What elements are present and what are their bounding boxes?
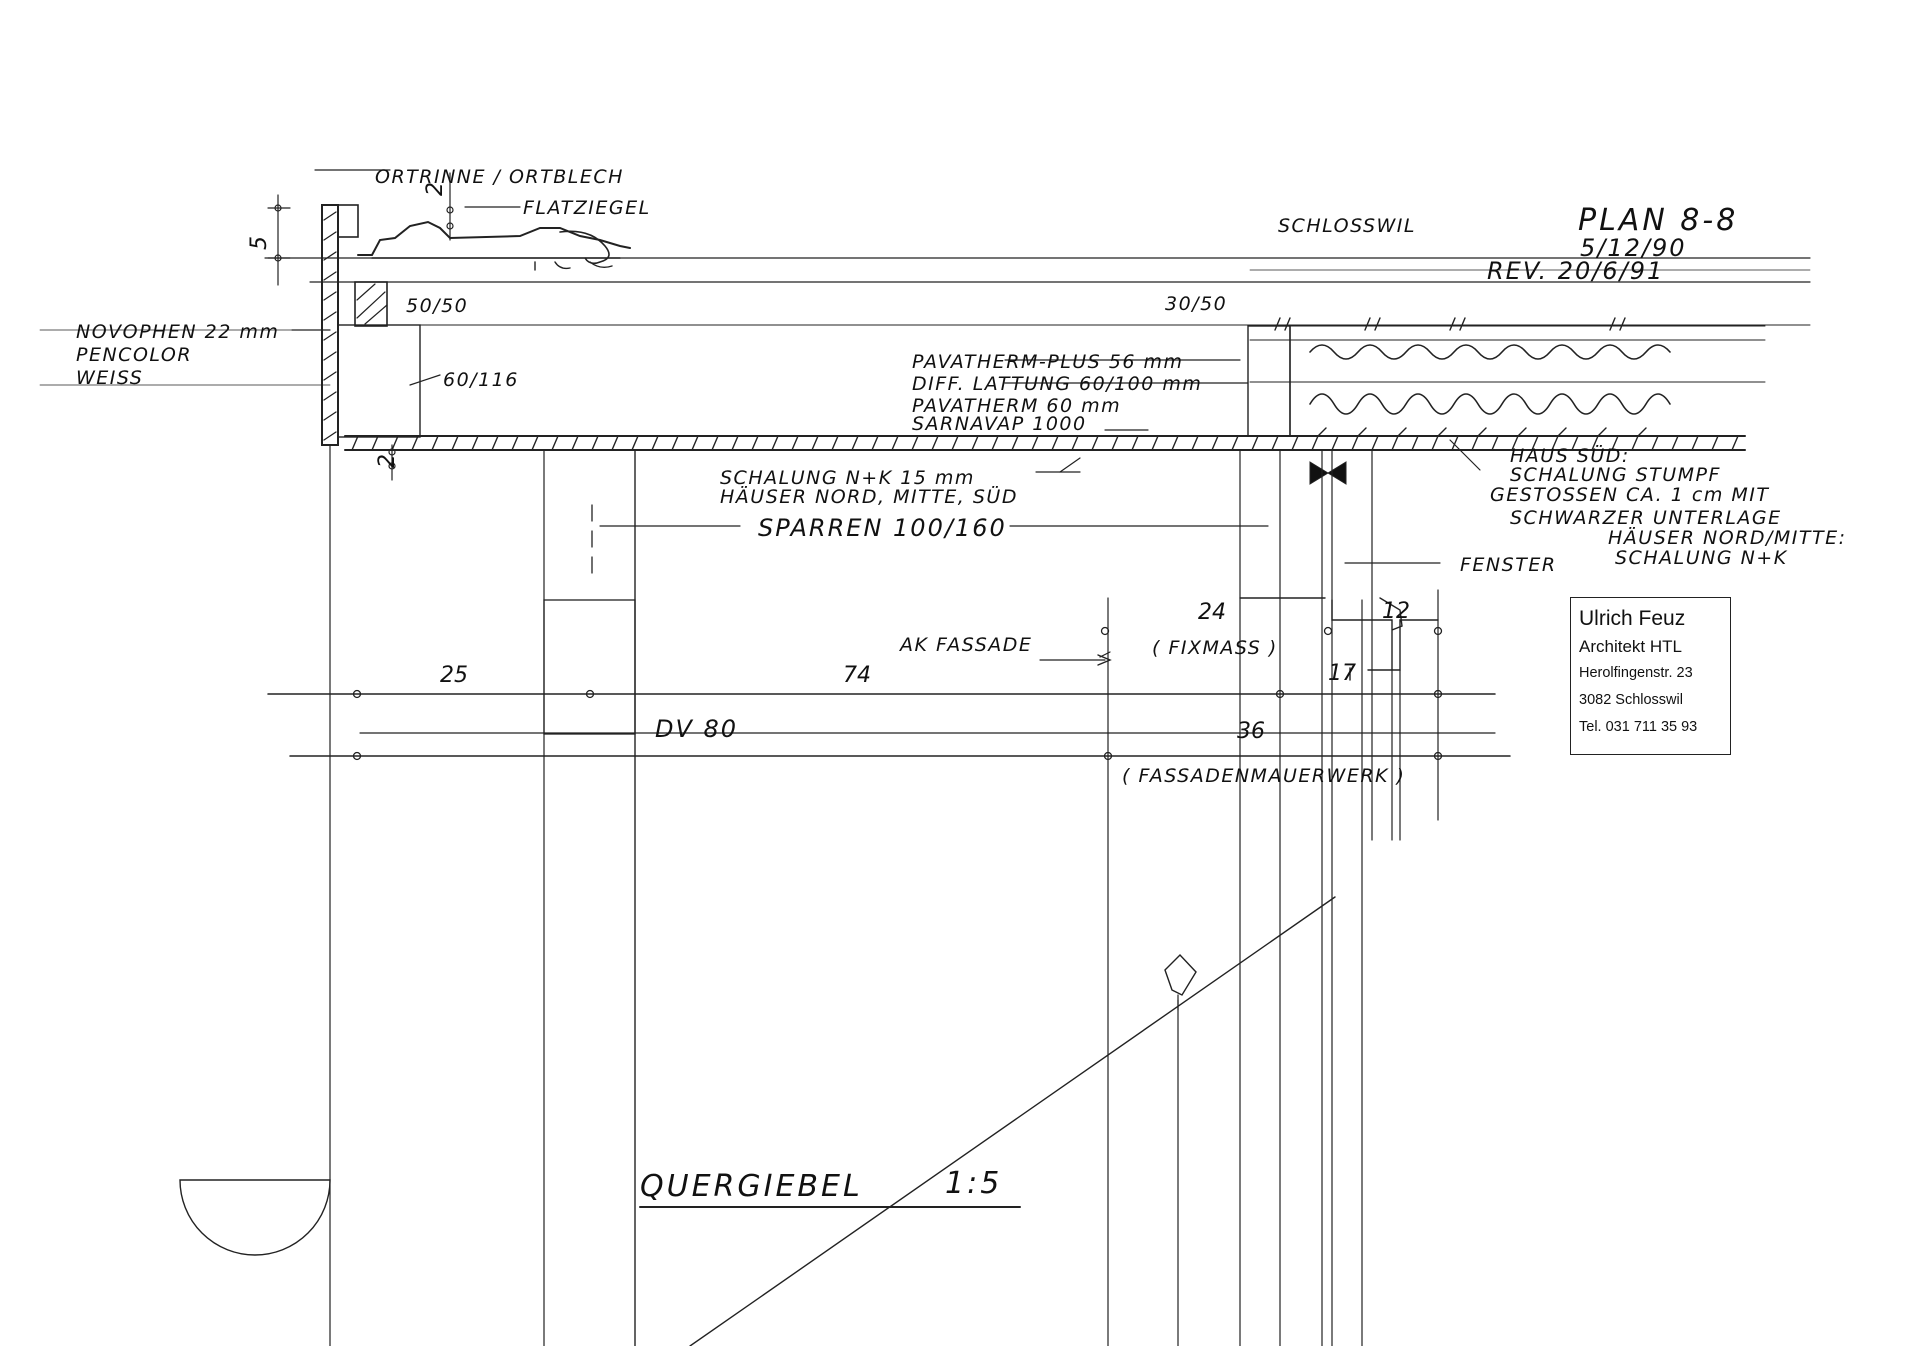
drawing-title: QUERGIEBEL [640, 1169, 863, 1204]
verge-trim [337, 204, 359, 238]
label-diff-lattung: DIFF. LATTUNG 60/100 mm [912, 373, 1202, 395]
dimension-dot [274, 254, 282, 262]
dim-24: 24 [1198, 600, 1226, 625]
dim-2-top: 2 [423, 182, 448, 196]
label-novophen-3: WEISS [76, 367, 143, 389]
dimension-dot [1275, 689, 1285, 699]
label-schalung-1: SCHALUNG N+K 15 mm [720, 467, 975, 489]
dimension-dot [352, 751, 362, 761]
flat-tile-detail [534, 261, 613, 271]
dimension-dot [1433, 689, 1443, 699]
dimension-dot [446, 206, 454, 214]
stamp-phone: Tel. 031 711 35 93 [1579, 719, 1698, 735]
dim-2-bottom: 2 [375, 454, 400, 468]
label-dv80: DV 80 [655, 715, 738, 743]
plan-date: 5/12/90 [1580, 234, 1687, 262]
batten-hatch [356, 283, 388, 325]
roof-deck-hatch [351, 435, 1739, 451]
insulation-squiggle [1309, 344, 1671, 360]
label-sparren: SPARREN 100/160 [758, 514, 1007, 542]
verge-flashing [357, 220, 631, 256]
dimension-dot [352, 689, 362, 699]
dimension-dot [446, 222, 454, 230]
label-haus-sud-1: HAUS SÜD: [1510, 444, 1630, 467]
label-ortrinne: ORTRINNE / ORTBLECH [375, 166, 624, 188]
dim-17: 17 [1328, 661, 1356, 686]
label-haus-sud-5: HÄUSER NORD/MITTE: [1608, 526, 1847, 549]
window-section-symbol [1309, 461, 1347, 485]
dimension-arrow [1097, 654, 1112, 666]
batten-marks [1274, 317, 1626, 331]
label-batten-50-50: 50/50 [406, 295, 468, 317]
dimension-dot [1100, 626, 1110, 636]
plan-number: PLAN 8-8 [1578, 203, 1738, 238]
dim-12: 12 [1382, 599, 1410, 624]
stamp-title: Architekt HTL [1579, 637, 1682, 656]
dim-74: 74 [843, 663, 871, 688]
counter-batten-60-116 [337, 324, 421, 438]
label-haus-sud-2: SCHALUNG STUMPF [1510, 464, 1721, 486]
slope-marker [1164, 953, 1197, 996]
dim-25: 25 [440, 663, 468, 688]
label-fassadenmauerwerk: ( FASSADENMAUERWERK ) [1122, 765, 1405, 787]
eaves-battens [1247, 325, 1291, 437]
dim-36: 36 [1237, 719, 1265, 744]
verge-board [321, 204, 339, 446]
label-novophen-1: NOVOPHEN 22 mm [76, 321, 279, 343]
label-haus-sud-3: GESTOSSEN CA. 1 cm MIT [1490, 484, 1769, 506]
label-haus-sud-4: SCHWARZER UNTERLAGE [1510, 507, 1782, 529]
label-schlosswil-header: SCHLOSSWIL [1278, 215, 1416, 237]
dimension-dot [388, 448, 396, 456]
insulation-squiggle [1309, 393, 1671, 415]
dimension-dot [1433, 751, 1443, 761]
label-haus-sud-6: SCHALUNG N+K [1615, 547, 1788, 569]
label-sarnavap: SARNAVAP 1000 [912, 413, 1087, 435]
label-schalung-2: HÄUSER NORD, MITTE, SÜD [720, 485, 1018, 508]
stamp-street: Herolfingenstr. 23 [1579, 665, 1693, 681]
window-frame [1239, 597, 1439, 681]
dim-5: 5 [247, 236, 272, 250]
dimension-dot [388, 462, 396, 470]
label-batten-30-50: 30/50 [1165, 293, 1227, 315]
rafter-box [543, 599, 636, 735]
stamp-name: Ulrich Feuz [1579, 607, 1686, 630]
leader-line [409, 374, 441, 386]
drawing-scale: 1:5 [945, 1166, 1002, 1201]
label-pavatherm-plus: PAVATHERM-PLUS 56 mm [912, 351, 1184, 373]
batten-50-50 [354, 281, 388, 327]
dimension-dot [1323, 626, 1333, 636]
label-novophen-2: PENCOLOR [76, 344, 192, 366]
gable-slope-line [689, 896, 1336, 1346]
leader-line [1449, 439, 1481, 471]
label-pavatherm-60: PAVATHERM 60 mm [912, 395, 1121, 417]
plan-revision: REV. 20/6/91 [1487, 257, 1664, 285]
architect-stamp: Ulrich Feuz Architekt HTL Herolfingenstr… [1570, 597, 1731, 755]
label-fenster: FENSTER [1460, 554, 1557, 576]
dimension-dot [274, 204, 282, 212]
section-symbol [179, 1179, 331, 1256]
deck-marks [1317, 427, 1647, 437]
leader-line [1059, 457, 1081, 473]
verge-board-hatch [323, 211, 337, 441]
label-flatziegel: FLATZIEGEL [523, 197, 651, 219]
stamp-city: 3082 Schlosswil [1579, 692, 1683, 708]
dimension-dot [1103, 751, 1113, 761]
dimension-dot [585, 689, 595, 699]
label-fixmass: ( FIXMASS ) [1152, 637, 1278, 659]
label-batten-60-116: 60/116 [443, 369, 519, 391]
label-ak-fassade: AK FASSADE [898, 634, 1032, 656]
dimension-dot [1433, 626, 1443, 636]
